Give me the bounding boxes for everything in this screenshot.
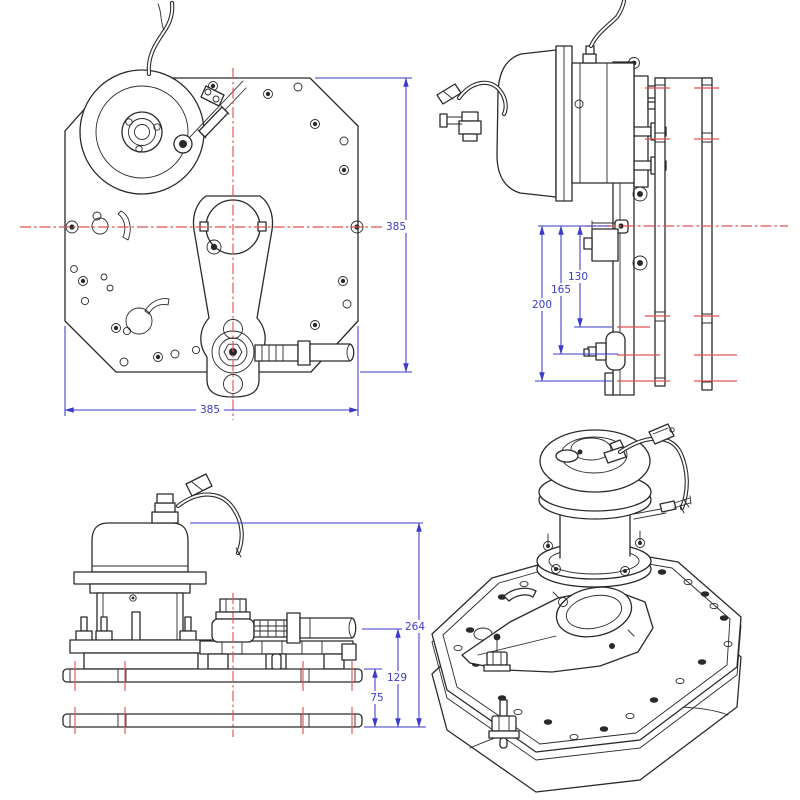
plate-holes bbox=[70, 81, 352, 367]
iso-dome bbox=[539, 429, 651, 493]
plate-screws bbox=[65, 81, 364, 362]
flange-and-bolts bbox=[69, 616, 357, 671]
clevis-end bbox=[605, 331, 626, 371]
isometric-view bbox=[431, 423, 742, 793]
front-dimensions: 385 385 bbox=[64, 77, 412, 416]
connector-plug-elev bbox=[185, 473, 213, 497]
front-view: 385 385 bbox=[20, 0, 412, 420]
iso-actuator bbox=[536, 423, 692, 588]
dim-200: 200 bbox=[532, 299, 552, 311]
dim-front-height: 385 bbox=[386, 221, 406, 233]
dim-165: 165 bbox=[551, 284, 571, 296]
brake-actuator-side bbox=[436, 0, 635, 202]
dim-264: 264 bbox=[405, 621, 425, 633]
control-rod bbox=[254, 340, 355, 366]
cable-drum bbox=[79, 0, 205, 195]
actuator-dome bbox=[496, 49, 557, 198]
elevation-view: 264 129 75 bbox=[62, 473, 429, 737]
plate-edge-bars bbox=[654, 77, 713, 391]
elevation-centerlines bbox=[74, 593, 353, 737]
iso-front-bolts bbox=[483, 633, 520, 749]
actuator-dome-front bbox=[91, 522, 189, 573]
side-view: 130 165 200 bbox=[436, 0, 788, 396]
iso-connector-flag bbox=[648, 423, 675, 445]
side-centerlines bbox=[585, 87, 788, 382]
side-dimensions: 130 165 200 bbox=[530, 225, 618, 382]
turnbuckle bbox=[173, 80, 247, 154]
dim-130: 130 bbox=[568, 271, 588, 283]
actuator-elevation bbox=[73, 473, 244, 648]
connector-plug bbox=[436, 83, 462, 105]
iso-lever-plate bbox=[461, 586, 654, 673]
front-centerlines bbox=[20, 68, 392, 420]
lever-nut bbox=[223, 343, 243, 361]
dim-front-width: 385 bbox=[200, 404, 220, 416]
elevation-dimensions: 264 129 75 bbox=[190, 522, 429, 728]
plate-slots bbox=[117, 210, 170, 315]
dim-75: 75 bbox=[370, 692, 383, 704]
base-plates-edge bbox=[62, 668, 363, 728]
dim-129: 129 bbox=[387, 672, 407, 684]
